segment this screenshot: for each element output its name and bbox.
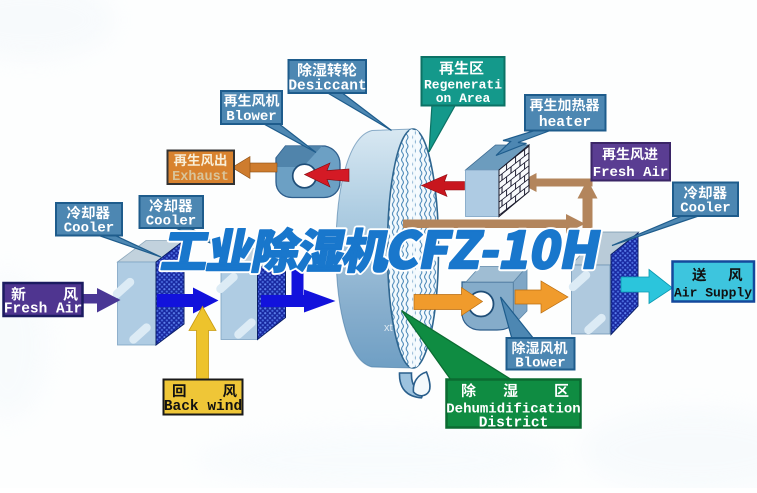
svg-text:Dehumidification: Dehumidification: [446, 402, 580, 418]
svg-text:xt: xt: [384, 322, 393, 334]
svg-text:Back wind: Back wind: [164, 399, 242, 415]
svg-text:Regenerati: Regenerati: [424, 78, 502, 93]
svg-text:Fresh Air: Fresh Air: [4, 302, 82, 318]
svg-text:Cooler: Cooler: [64, 221, 114, 237]
svg-text:Fresh Air: Fresh Air: [593, 165, 669, 181]
svg-text:Cooler: Cooler: [680, 201, 730, 217]
svg-text:Desiccant: Desiccant: [288, 79, 366, 95]
svg-text:heater: heater: [539, 115, 591, 131]
svg-text:Air Supply: Air Supply: [674, 286, 752, 301]
svg-text:Blower: Blower: [226, 109, 276, 125]
svg-text:Exhaust: Exhaust: [172, 170, 229, 185]
svg-text:Cooler: Cooler: [146, 214, 196, 230]
svg-text:Blower: Blower: [515, 356, 565, 372]
svg-text:on Area: on Area: [436, 91, 491, 106]
svg-text:District: District: [479, 416, 549, 432]
